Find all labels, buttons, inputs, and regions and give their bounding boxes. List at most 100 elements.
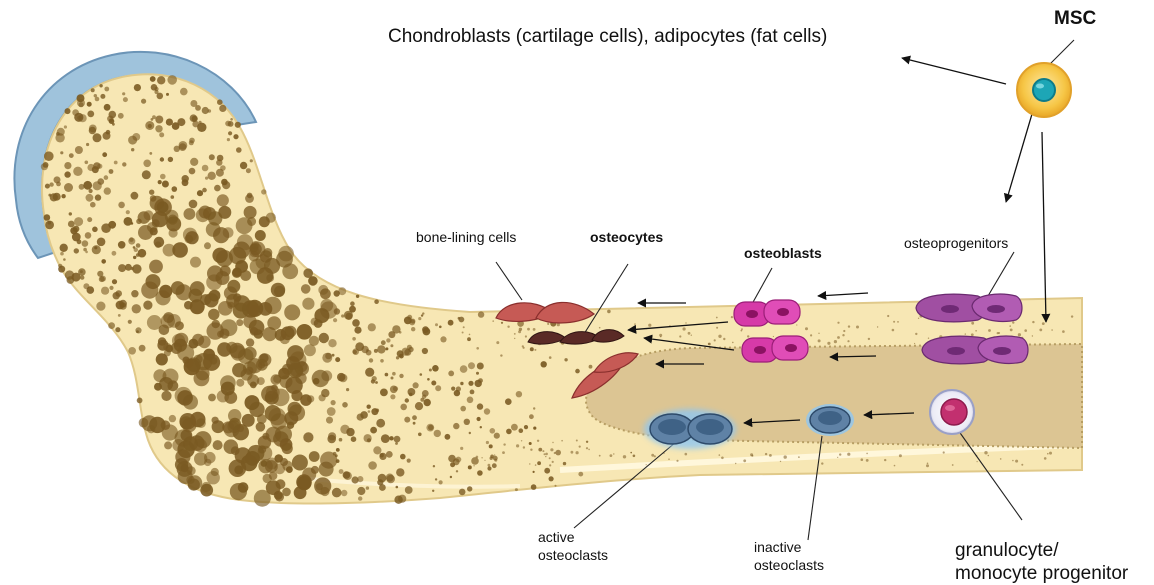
- pore: [182, 418, 196, 432]
- pore: [773, 336, 774, 337]
- pore: [470, 390, 475, 395]
- pore: [576, 440, 578, 442]
- pore: [89, 127, 96, 134]
- pore: [549, 464, 551, 466]
- pore: [190, 158, 198, 166]
- pore: [484, 460, 485, 461]
- pore: [128, 136, 137, 145]
- pore: [894, 465, 896, 467]
- pore: [381, 434, 390, 443]
- pore: [434, 430, 441, 437]
- pore: [490, 457, 493, 460]
- pore: [224, 421, 240, 437]
- pore: [68, 221, 75, 228]
- pore: [162, 181, 169, 188]
- pore: [338, 287, 346, 295]
- pore: [943, 451, 945, 453]
- pore: [1047, 453, 1049, 455]
- pore: [586, 447, 588, 449]
- pore: [897, 321, 899, 323]
- pore: [676, 460, 678, 462]
- pore: [100, 94, 105, 99]
- pore: [87, 286, 95, 294]
- pore: [189, 168, 196, 175]
- pore: [552, 442, 553, 443]
- pore: [741, 328, 743, 330]
- pore: [492, 463, 497, 468]
- pore: [161, 391, 171, 401]
- pore: [607, 310, 611, 314]
- pore: [456, 470, 458, 472]
- pore: [374, 299, 379, 304]
- pore: [63, 258, 66, 261]
- pore: [249, 251, 259, 261]
- pore: [365, 368, 374, 377]
- pore: [557, 323, 560, 326]
- pore: [288, 402, 302, 416]
- pore: [435, 478, 437, 480]
- pore: [100, 276, 106, 282]
- pore: [413, 422, 416, 425]
- pore: [352, 337, 356, 341]
- pore: [646, 464, 647, 465]
- pore: [918, 318, 919, 319]
- pore: [531, 484, 537, 490]
- pore: [171, 281, 185, 295]
- pore: [769, 454, 772, 457]
- pore: [159, 285, 172, 298]
- pore: [721, 457, 724, 460]
- pore: [142, 170, 151, 179]
- pore: [975, 330, 977, 332]
- pore: [460, 382, 463, 385]
- pore: [320, 288, 331, 299]
- pore: [805, 327, 808, 330]
- pore: [659, 334, 662, 337]
- pore: [887, 315, 889, 317]
- pore: [217, 194, 229, 206]
- pore: [555, 485, 557, 487]
- pore: [648, 324, 651, 327]
- pore: [43, 162, 49, 168]
- pore: [175, 387, 192, 404]
- pore: [95, 97, 100, 102]
- pore: [842, 334, 844, 336]
- pore: [210, 357, 218, 365]
- pore: [149, 260, 163, 274]
- pore: [884, 459, 886, 461]
- pore: [202, 165, 209, 172]
- pore: [599, 455, 601, 457]
- leader-osteoblasts: [752, 268, 772, 304]
- pore: [374, 349, 378, 353]
- pore: [460, 406, 466, 412]
- pore: [236, 147, 242, 153]
- pore: [688, 332, 691, 335]
- pore: [208, 211, 222, 225]
- pore: [138, 249, 147, 258]
- pore: [385, 373, 389, 377]
- pore: [188, 339, 198, 349]
- pore: [107, 116, 113, 122]
- label-osteocytes: osteocytes: [590, 229, 663, 245]
- pore: [79, 184, 85, 190]
- pore: [282, 443, 293, 454]
- pore: [798, 456, 800, 458]
- pore: [217, 342, 231, 356]
- pore: [222, 181, 230, 189]
- pore: [415, 402, 423, 410]
- pore: [356, 295, 359, 298]
- pore: [505, 398, 512, 405]
- pore: [280, 458, 288, 466]
- pore: [506, 429, 512, 435]
- pore: [477, 403, 483, 409]
- pore: [273, 375, 281, 383]
- pore: [233, 134, 238, 139]
- pore: [104, 104, 111, 111]
- pore: [399, 331, 402, 334]
- pore: [685, 453, 688, 456]
- pore: [247, 375, 259, 387]
- pore: [818, 339, 821, 342]
- osteocyte-cells: [528, 330, 624, 344]
- pore: [743, 459, 746, 462]
- pore: [373, 446, 381, 454]
